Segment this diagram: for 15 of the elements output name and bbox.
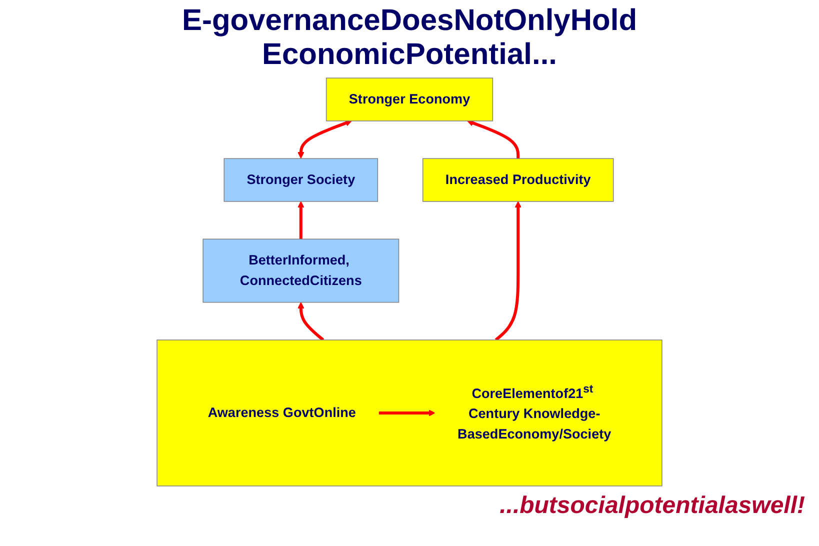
arrow [298, 302, 324, 342]
node-box: Stronger Economy [326, 78, 494, 122]
arrow [494, 201, 522, 342]
arrow [298, 201, 304, 240]
caption: ...butsocialpotentialaswell! [498, 492, 805, 520]
node-box: Stronger Society [224, 158, 378, 202]
arrow [298, 120, 352, 159]
title: E-governanceDoesNotOnlyHold EconomicPotential... [180, 4, 638, 72]
cluster [156, 340, 662, 486]
node-box: BetterInformed, ConnectedCitizens [202, 238, 400, 303]
arrow [378, 410, 436, 416]
node-box: Increased Productivity [422, 158, 614, 202]
node-text: Awareness GovtOnline [208, 405, 356, 420]
node-text: CoreElementof21$^{st}$ Century Knowledge-BasedEconomy/Society [458, 382, 612, 442]
arrow [467, 120, 520, 159]
